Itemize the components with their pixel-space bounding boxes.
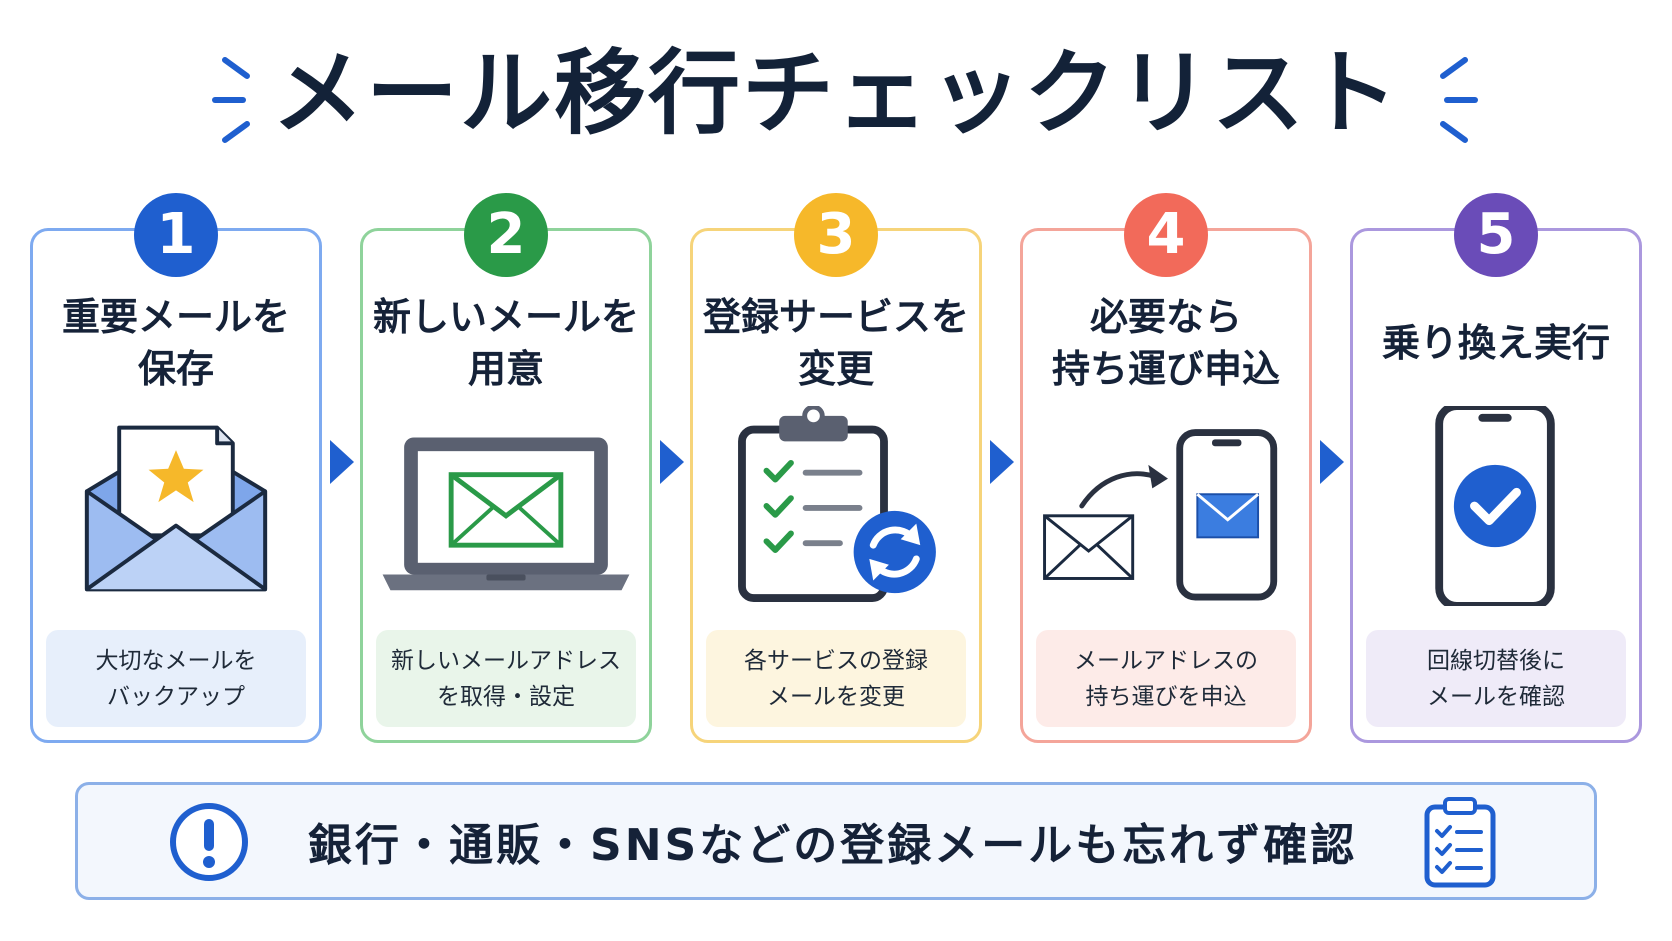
flow-arrow-icon bbox=[990, 440, 1014, 484]
flow-arrow-icon bbox=[660, 440, 684, 484]
step-number-badge: 3 bbox=[794, 193, 878, 277]
phone-check-icon bbox=[1435, 406, 1555, 606]
notice-banner: 銀行・通販・SNSなどの登録メールも忘れず確認 bbox=[75, 782, 1597, 900]
emphasis-burst-left-icon bbox=[212, 57, 250, 143]
step-title: 必要なら 持ち運び申込 bbox=[1051, 295, 1280, 391]
step-card-3: 3 登録サービスを 変更 各サービスの登録 メールを変更 bbox=[690, 193, 982, 743]
step-title: 登録サービスを 変更 bbox=[702, 295, 969, 391]
step-title: 新しいメールを 用意 bbox=[372, 295, 639, 391]
exclamation-icon bbox=[170, 803, 248, 881]
step-number-badge: 5 bbox=[1454, 193, 1538, 277]
emphasis-burst-right-icon bbox=[1440, 57, 1478, 143]
laptop-mail-icon bbox=[382, 437, 630, 591]
step-description: 新しいメールアドレス を取得・設定 bbox=[376, 630, 636, 727]
step-number-badge: 2 bbox=[464, 193, 548, 277]
page-title: メール移行チェックリスト bbox=[271, 40, 1400, 147]
step-description: 各サービスの登録 メールを変更 bbox=[706, 630, 966, 727]
step-number-badge: 1 bbox=[134, 193, 218, 277]
flow-arrow-icon bbox=[330, 440, 354, 484]
step-card-5: 5 乗り換え実行 回線切替後に メールを確認 bbox=[1350, 193, 1642, 743]
step-card-4: 4 必要なら 持ち運び申込 メールアドレスの 持ち運びを申込 bbox=[1020, 193, 1312, 743]
step-title: 乗り換え実行 bbox=[1381, 321, 1610, 365]
envelope-star-icon bbox=[84, 425, 268, 592]
step-card-1: 1 重要メールを 保存 大切なメールを バックアップ bbox=[30, 193, 322, 743]
clipboard-refresh-icon bbox=[738, 406, 936, 602]
step-description: 回線切替後に メールを確認 bbox=[1366, 630, 1626, 727]
notice-text: 銀行・通販・SNSなどの登録メールも忘れず確認 bbox=[308, 820, 1358, 871]
flow-arrow-icon bbox=[1320, 440, 1344, 484]
checklist-clipboard-icon bbox=[1424, 797, 1496, 888]
mail-to-phone-icon bbox=[1043, 429, 1278, 601]
step-number-badge: 4 bbox=[1124, 193, 1208, 277]
step-description: メールアドレスの 持ち運びを申込 bbox=[1036, 630, 1296, 727]
step-description: 大切なメールを バックアップ bbox=[46, 630, 306, 727]
step-title: 重要メールを 保存 bbox=[61, 295, 290, 391]
step-card-2: 2 新しいメールを 用意 新しいメールアドレス を取得・設定 bbox=[360, 193, 652, 743]
